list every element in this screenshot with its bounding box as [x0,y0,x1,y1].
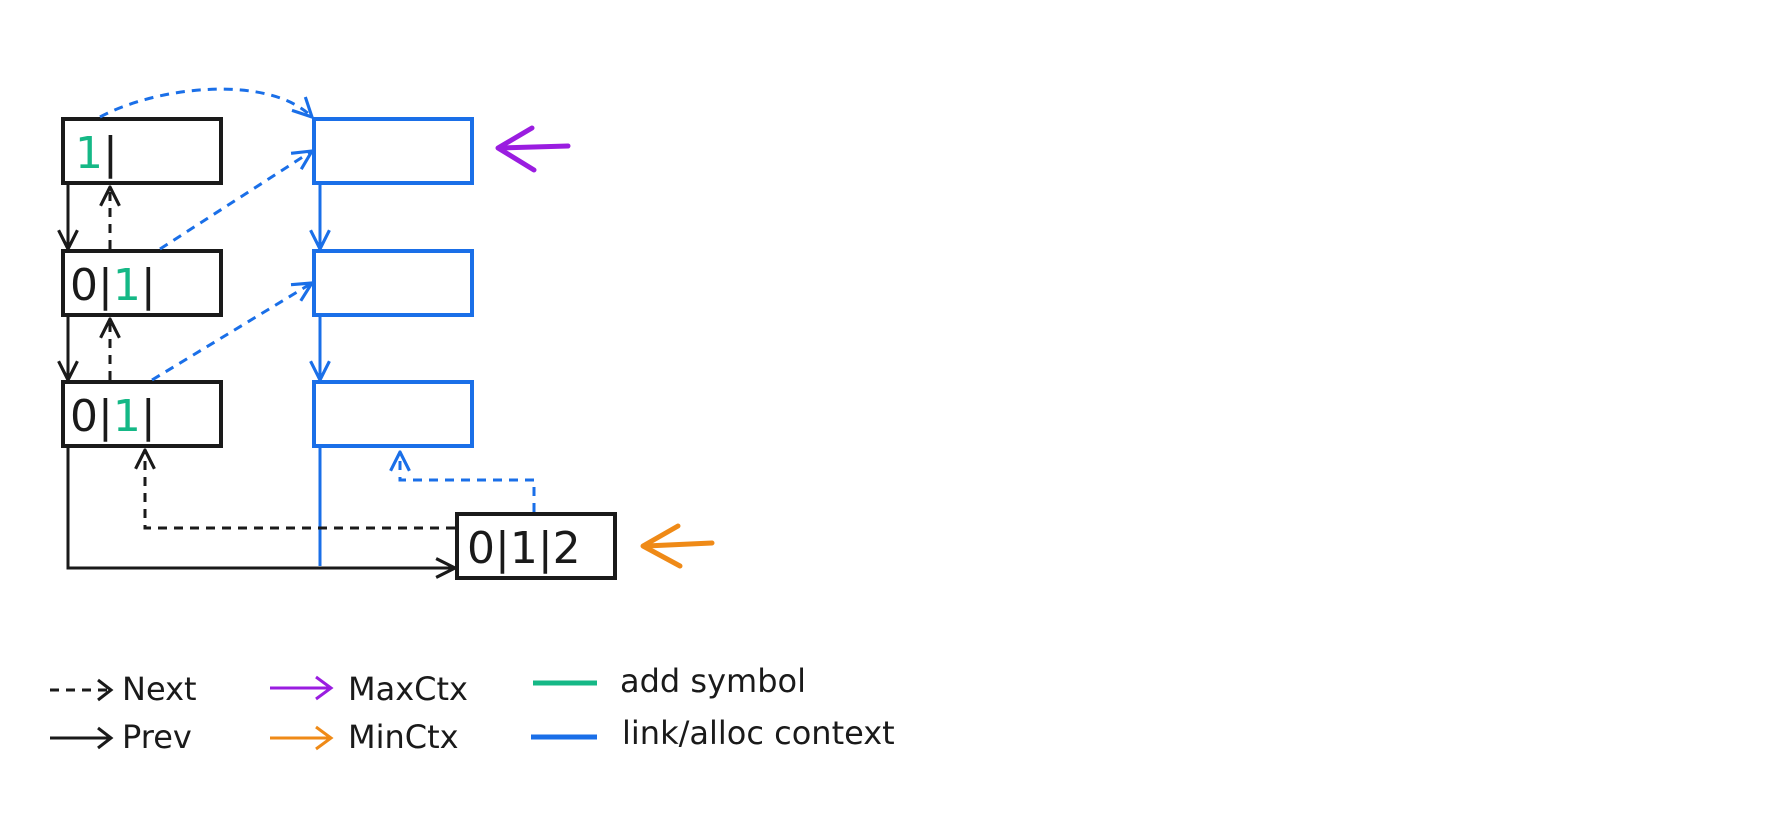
legend-link-alloc-label: link/alloc context [622,714,895,752]
node-3-part-4: 2 [553,523,581,574]
node-3: 0|1|2 [455,512,617,580]
context-box-1 [312,249,474,317]
node-3-context-link [400,452,536,512]
legend: Next Prev MaxCtx MinCtx add symbol link [50,662,895,756]
node-2-part-2: 1 [113,391,141,442]
legend-prev-label: Prev [122,718,192,756]
node-3-part-3: | [538,523,553,574]
node-2-part-1: | [98,391,113,442]
legend-add-symbol: add symbol [533,662,806,700]
next-arrow-3-2 [145,450,455,530]
node-2-part-3: | [141,391,156,442]
node-1-part-1: | [98,260,113,311]
legend-max-ctx-label: MaxCtx [348,670,468,708]
legend-link-alloc: link/alloc context [531,714,895,752]
node-0: 1| [61,117,223,185]
node-3-label: 0|1|2 [467,523,581,574]
node-1-label: 0|1| [70,260,156,311]
node-2-part-0: 0 [70,391,98,442]
node-0-part-1: | [103,128,118,179]
node-1-part-2: 1 [113,260,141,311]
node-2-label: 0|1| [70,391,156,442]
node-1-context-link [159,151,312,251]
legend-max-ctx: MaxCtx [270,670,468,708]
node-2: 0|1| [61,380,223,448]
prev-arrow-2-3 [66,448,455,568]
context-box-0 [312,117,474,185]
node-0-label: 1| [75,128,118,179]
legend-next-label: Next [122,670,197,708]
node-1-part-0: 0 [70,260,98,311]
node-0-part-0: 1 [75,128,103,179]
legend-next: Next [50,670,197,708]
node-3-part-0: 0 [467,523,495,574]
node-1: 0|1| [61,249,223,317]
node-1-part-3: | [141,260,156,311]
legend-add-symbol-label: add symbol [620,662,806,700]
context-box-2 [312,380,474,448]
legend-min-ctx-label: MinCtx [348,718,459,756]
legend-prev: Prev [50,718,192,756]
node-0-context-link [99,87,312,117]
max-ctx-pointer [495,125,571,173]
legend-min-ctx: MinCtx [270,718,459,756]
min-ctx-pointer [640,523,715,569]
node-3-part-2: 1 [510,523,538,574]
node-3-part-1: | [495,523,510,574]
